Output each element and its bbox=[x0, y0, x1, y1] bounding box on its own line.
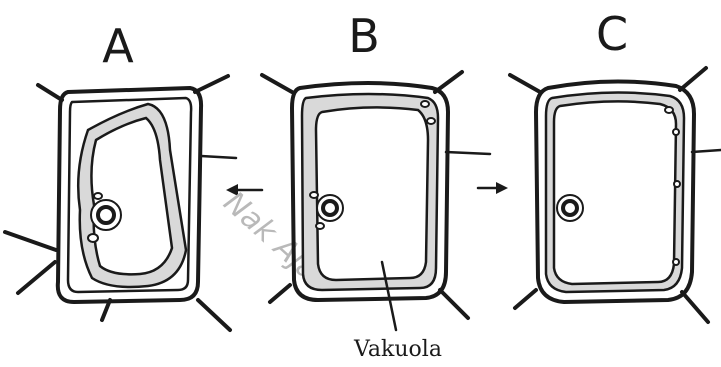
cell-c-vacuole bbox=[554, 101, 676, 284]
cell-b-organelle bbox=[427, 118, 435, 124]
cell-a-organelle bbox=[88, 234, 98, 242]
cell-b-organelle bbox=[421, 101, 429, 107]
arrow-c-head bbox=[496, 182, 508, 194]
cell-c-neighbor-wall bbox=[680, 68, 706, 90]
cell-b-plasmodesma bbox=[446, 152, 490, 154]
cell-c-nucleus bbox=[557, 195, 583, 221]
cell-c-neighbor-wall bbox=[510, 75, 540, 92]
cell-c-neighbor-wall bbox=[682, 292, 708, 322]
cell-c-organelle bbox=[673, 259, 679, 265]
cell-a-neighbor-wall bbox=[198, 300, 230, 330]
cell-a-nucleus bbox=[91, 200, 121, 230]
cell-c-neighbor-wall bbox=[515, 290, 536, 308]
cell-b bbox=[262, 72, 490, 330]
cell-c-organelle bbox=[665, 107, 673, 113]
cell-c-organelle bbox=[674, 181, 680, 187]
panel-label-a: A bbox=[102, 19, 134, 73]
cell-b-organelle bbox=[310, 192, 318, 198]
cell-c bbox=[510, 68, 721, 322]
cell-c-plasmodesma bbox=[692, 150, 721, 152]
cell-a-neighbor-wall bbox=[18, 262, 55, 293]
cell-b-neighbor-wall bbox=[262, 75, 292, 92]
cell-a-neighbor-wall bbox=[195, 76, 228, 92]
cell-a bbox=[5, 76, 236, 330]
arrow-to-c bbox=[478, 182, 508, 194]
cell-c-organelle bbox=[673, 129, 679, 135]
vacuole-label: Vakuola bbox=[353, 337, 442, 362]
cell-a-plasmodesma bbox=[201, 156, 236, 158]
cell-a-neighbor-wall bbox=[38, 85, 62, 100]
cell-b-nucleus bbox=[317, 195, 343, 221]
cell-b-vacuole bbox=[316, 107, 428, 280]
panel-label-b: B bbox=[348, 9, 380, 63]
cell-a-organelle bbox=[94, 193, 102, 199]
cell-b-organelle bbox=[316, 223, 324, 229]
cell-b-neighbor-wall bbox=[270, 285, 290, 302]
cell-a-neighbor-wall bbox=[5, 232, 56, 250]
panel-label-c: C bbox=[596, 7, 628, 61]
cell-b-neighbor-wall bbox=[440, 290, 468, 318]
